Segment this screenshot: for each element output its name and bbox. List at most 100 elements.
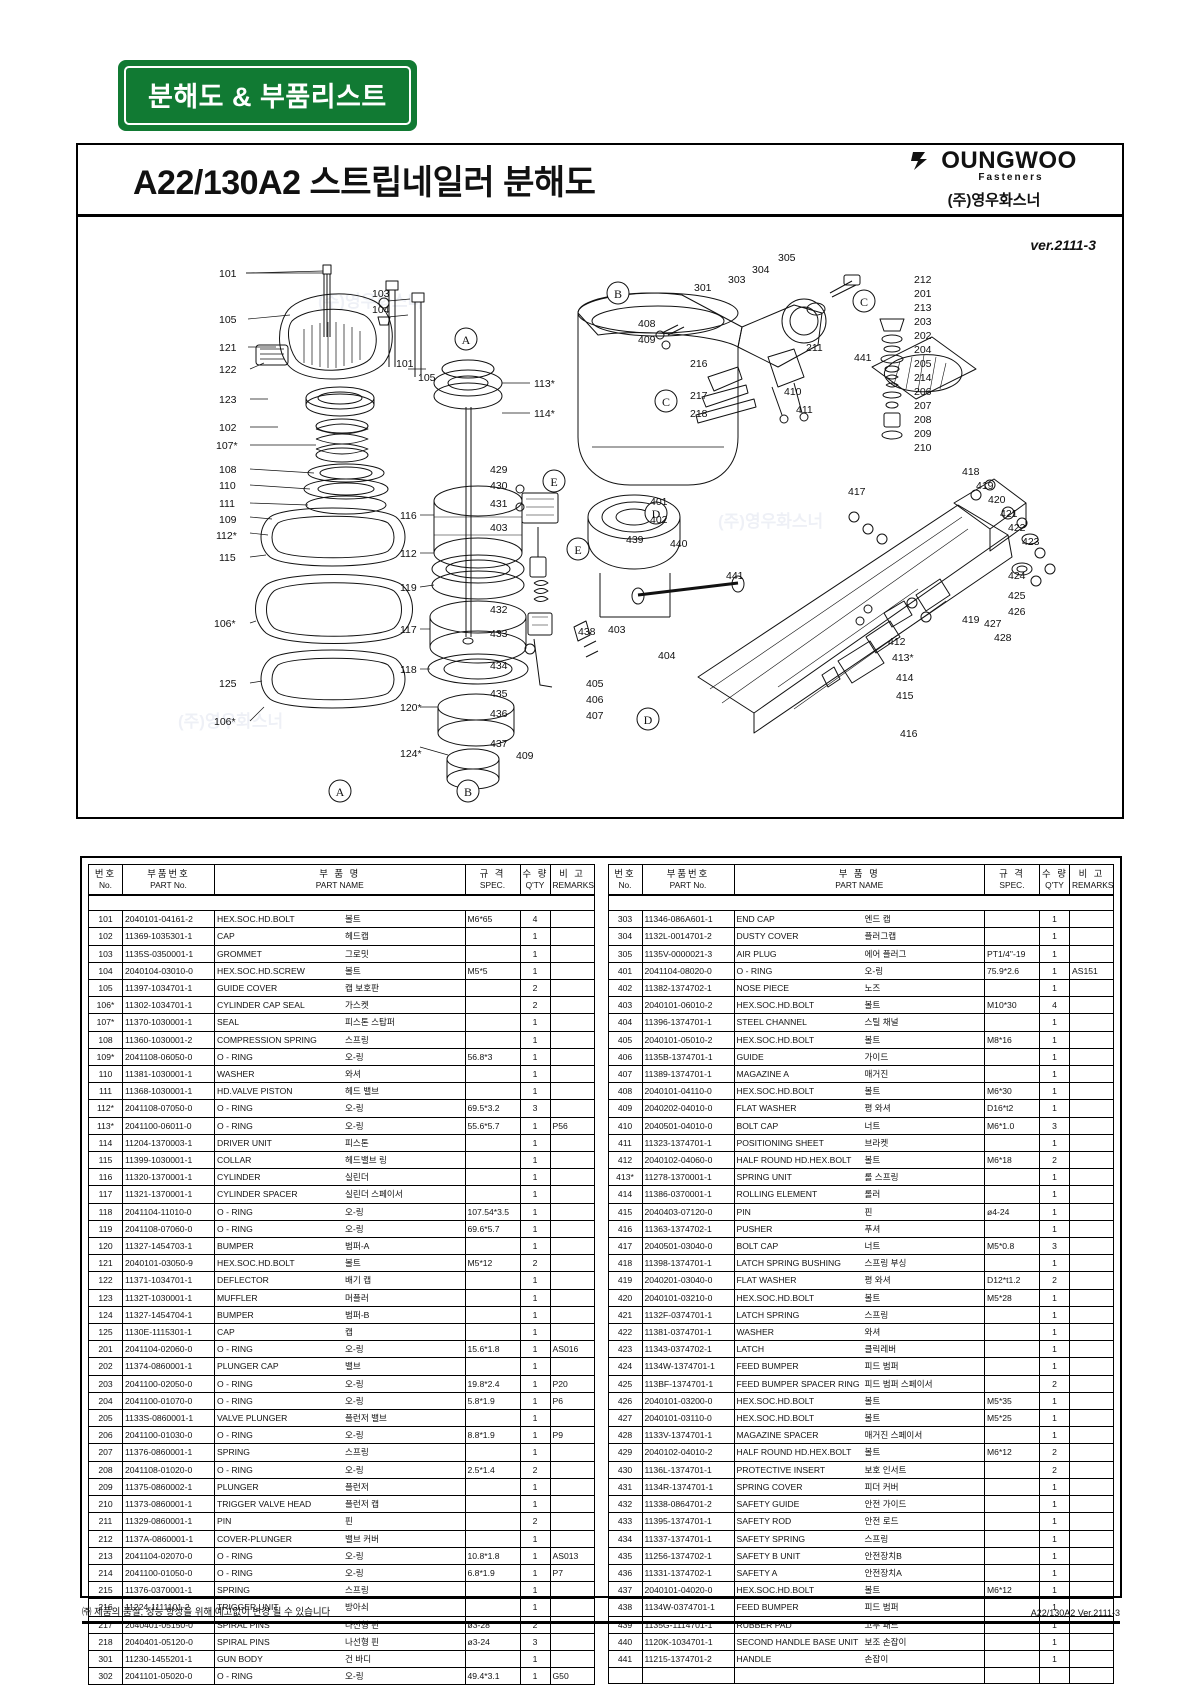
part-name-en: O - RING — [217, 1378, 253, 1389]
part-name-kr: 배기 캡 — [345, 1275, 372, 1286]
cell-no: 205 — [88, 1409, 123, 1428]
exploded-view-drawing: A B C C E D E D A B 101 105 121 122 123 … — [214, 252, 1056, 803]
table-row[interactable] — [607, 1667, 1114, 1685]
cell-qty: 1 — [519, 1133, 551, 1153]
cell-spec — [984, 1649, 1040, 1669]
part-name-en: SPRING COVER — [736, 1481, 803, 1492]
cell-no: 105 — [88, 978, 123, 998]
cell-qty: 1 — [519, 961, 551, 981]
cell-qty: 1 — [1039, 1288, 1070, 1307]
table-spacer-row — [88, 893, 595, 912]
